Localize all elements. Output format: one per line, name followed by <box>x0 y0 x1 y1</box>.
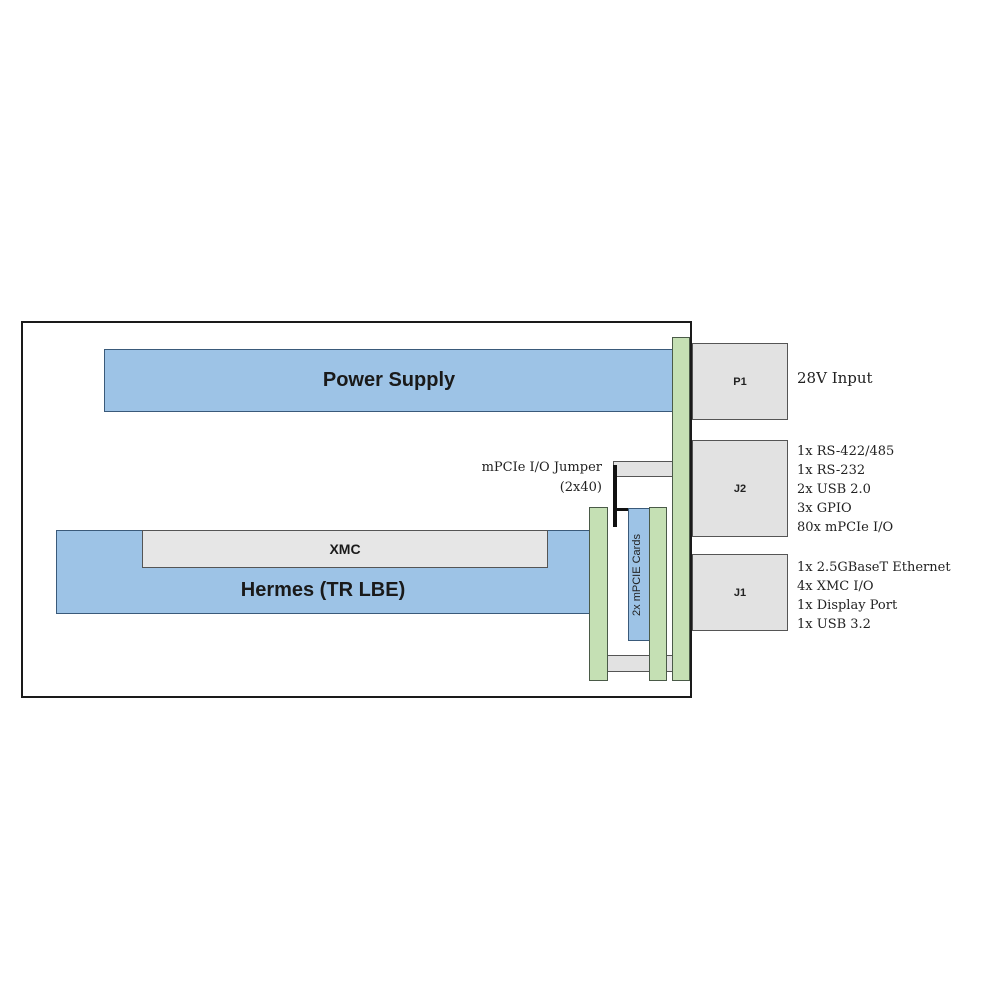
jumper-bracket <box>613 465 617 527</box>
mpcie-cards-block: 2x mPCIE Cards <box>628 508 650 641</box>
j2-note: 1x RS-232 <box>797 463 866 478</box>
hermes-label: Hermes (TR LBE) <box>240 578 406 601</box>
j2-note: 80x mPCIe I/O <box>797 520 894 535</box>
backplane-board <box>672 337 690 681</box>
j1-note: 1x Display Port <box>797 598 898 613</box>
riser-board-left <box>589 507 608 681</box>
jumper-label-line2: (2x40) <box>559 480 602 495</box>
j2-note: 3x GPIO <box>797 501 852 516</box>
mpcie-cards-label-wrap: 2x mPCIE Cards <box>631 515 647 635</box>
jumper-strip-top <box>613 461 673 477</box>
xmc-label: XMC <box>329 541 361 557</box>
connector-p1: P1 <box>692 343 788 420</box>
power-supply-label: Power Supply <box>322 369 456 391</box>
connector-j1-label: J1 <box>733 586 747 599</box>
connector-p1-notes: 28V Input <box>797 369 873 388</box>
j1-note: 4x XMC I/O <box>797 579 874 594</box>
connector-p1-label: P1 <box>733 375 747 388</box>
connector-j1-notes: 1x 2.5GBaseT Ethernet 4x XMC I/O 1x Disp… <box>797 558 951 634</box>
connector-j2-label: J2 <box>733 482 747 495</box>
p1-note: 28V Input <box>797 369 873 387</box>
hermes-label-wrap: Hermes (TR LBE) <box>57 567 589 613</box>
mpcie-cards-label: 2x mPCIE Cards <box>631 533 643 616</box>
power-supply-block: Power Supply <box>104 349 674 412</box>
jumper-label: mPCIe I/O Jumper (2x40) <box>440 458 602 498</box>
j1-note: 1x 2.5GBaseT Ethernet <box>797 560 951 575</box>
connector-j2: J2 <box>692 440 788 537</box>
connector-j1: J1 <box>692 554 788 631</box>
connector-j2-notes: 1x RS-422/485 1x RS-232 2x USB 2.0 3x GP… <box>797 442 894 537</box>
riser-board-middle <box>649 507 667 681</box>
j2-note: 2x USB 2.0 <box>797 482 871 497</box>
j2-note: 1x RS-422/485 <box>797 444 895 459</box>
xmc-block: XMC <box>142 530 548 568</box>
j1-note: 1x USB 3.2 <box>797 617 871 632</box>
jumper-label-line1: mPCIe I/O Jumper <box>481 460 602 475</box>
